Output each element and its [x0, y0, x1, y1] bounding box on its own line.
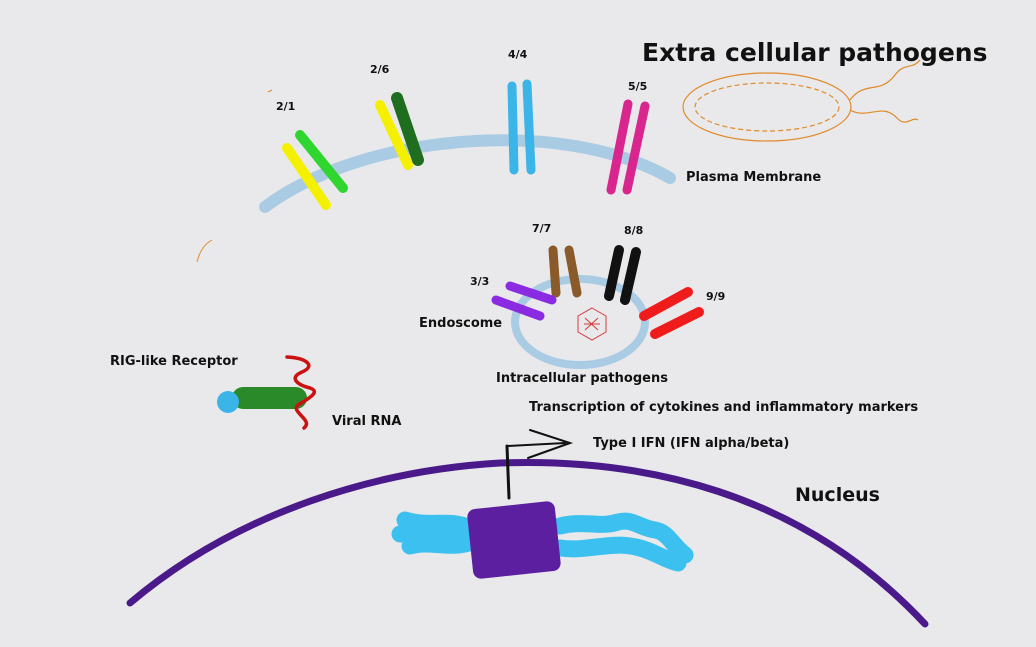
- viral-rna-label: Viral RNA: [332, 414, 402, 429]
- dna-strand-left: [391, 511, 481, 555]
- transcription-arrow: [505, 429, 574, 500]
- endosome: [511, 275, 649, 369]
- receptor-tlr2-6: [375, 92, 424, 170]
- receptor-chain: [650, 307, 704, 339]
- receptor-tlr3-3: [491, 281, 557, 321]
- receptor-label-5-5: 5/5: [628, 80, 648, 93]
- stray-mark: [267, 89, 273, 93]
- endosome-label: Endoscome: [419, 316, 503, 331]
- pathogen-outline: [577, 307, 607, 341]
- receptor-label-4-4: 4/4: [508, 48, 528, 61]
- receptor-chain: [282, 143, 331, 210]
- receptor-tlr4-4: [507, 79, 536, 175]
- receptor-tlr8-8: [604, 245, 641, 305]
- receptor-chain: [375, 100, 413, 170]
- receptor-chain: [548, 245, 561, 298]
- receptor-chain: [505, 281, 557, 305]
- receptor-chain: [295, 130, 348, 193]
- arrow-stem: [505, 444, 511, 500]
- rig-like-receptor-head: [217, 391, 239, 413]
- dna-strands: [391, 511, 694, 572]
- bacterium-inner-wall: [694, 82, 840, 132]
- receptor-chain: [507, 81, 519, 175]
- receptor-chain: [604, 245, 624, 301]
- intracellular-pathogens-label: Intracellular pathogens: [496, 371, 668, 386]
- receptor-chain: [620, 247, 641, 305]
- receptor-label-7-7: 7/7: [532, 222, 552, 235]
- receptor-chain: [639, 287, 693, 321]
- viral-rna-strand: [285, 355, 317, 430]
- receptor-label-2-6: 2/6: [370, 63, 390, 76]
- bacterium-outer-wall: [682, 72, 852, 142]
- receptor-chain: [606, 99, 633, 195]
- receptor-chain: [622, 101, 650, 195]
- receptor-label-9-9: 9/9: [706, 290, 726, 303]
- arrow-head: [527, 429, 574, 459]
- nucleus-label: Nucleus: [795, 484, 880, 506]
- pathogen-core: [584, 317, 600, 331]
- receptor-label-3-3: 3/3: [470, 275, 490, 288]
- receptor-label-2-1: 2/1: [276, 100, 296, 113]
- type-1-ifn-label: Type I IFN (IFN alpha/beta): [593, 436, 790, 451]
- receptor-chain: [491, 295, 545, 321]
- bacterium-flagellum-2: [849, 109, 919, 123]
- receptor-tlr5-5: [606, 99, 650, 195]
- receptor-chain: [564, 245, 582, 298]
- receptor-tlr2-1: [282, 130, 348, 210]
- diagram-title: Extra cellular pathogens: [642, 38, 988, 67]
- transcription-complex: [467, 501, 561, 579]
- intracellular-pathogen-glyph: [577, 307, 607, 341]
- plasma-membrane-label: Plasma Membrane: [686, 170, 822, 185]
- receptor-label-8-8: 8/8: [624, 224, 644, 237]
- receptor-tlr9-9: [639, 287, 704, 339]
- bacterium-flagellum-1: [849, 59, 921, 101]
- transcription-label: Transcription of cytokines and inflammat…: [529, 400, 919, 415]
- arrow-shaft: [506, 442, 566, 447]
- rig-like-receptor-label: RIG-like Receptor: [110, 354, 238, 369]
- receptor-tlr7-7: [548, 245, 582, 298]
- nuclear-envelope: [126, 459, 929, 628]
- stray-mark: [196, 239, 213, 263]
- dna-strand-right: [551, 512, 694, 572]
- receptor-chain: [391, 92, 424, 166]
- receptor-chain: [522, 79, 536, 175]
- bacterium-pathogen: [682, 59, 921, 142]
